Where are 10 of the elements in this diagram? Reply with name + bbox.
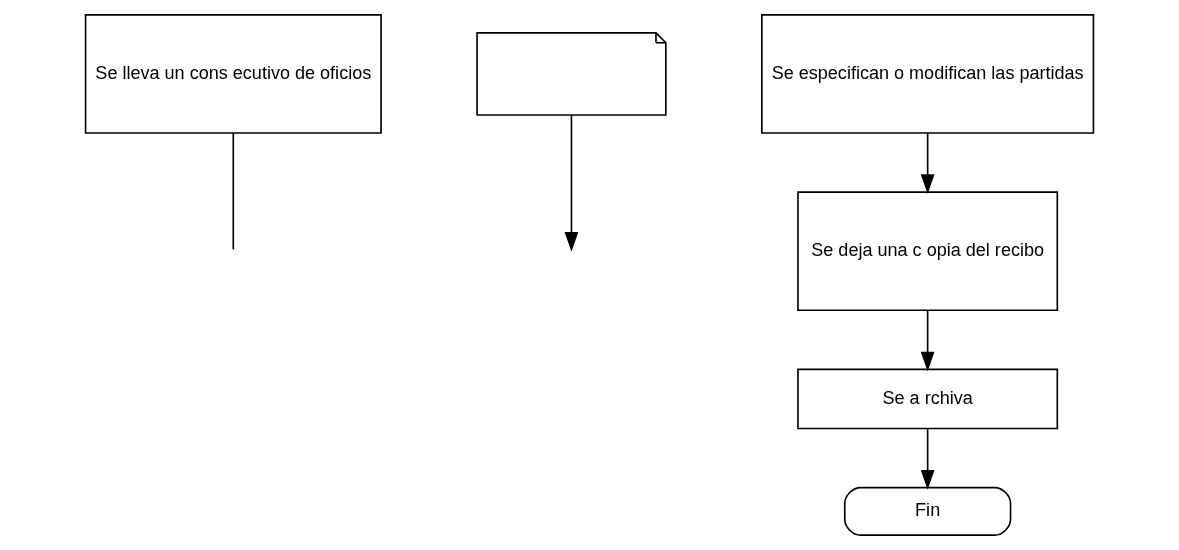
node-box: Se lleva un cons ecutivo de oficios [84,14,382,134]
arrow [564,114,579,252]
arrow [920,132,935,195]
node-box: Se deja una c opia del recibo [797,191,1059,312]
arrow [920,309,935,372]
arrow [920,427,935,490]
node-box: Fin [843,486,1012,536]
connector [232,132,235,251]
node-box: Se a rchiva [797,368,1059,430]
node-box: Se especifican o modifican las partidas [761,14,1095,134]
